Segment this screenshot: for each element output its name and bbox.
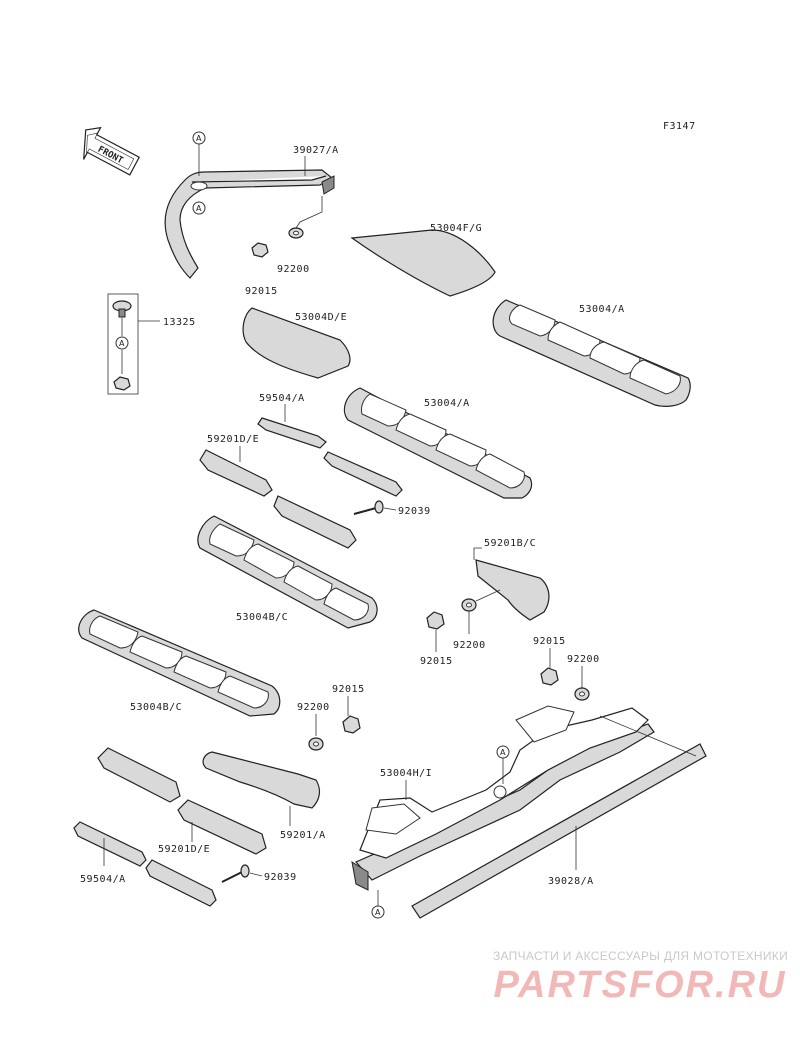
label-13325: 13325: [163, 317, 196, 328]
label-53004a-2: 53004/A: [424, 398, 470, 409]
watermark-tagline: ЗАПЧАСТИ И АКСЕССУАРЫ ДЛЯ МОТОТЕХНИКИ: [492, 949, 789, 963]
channel-59201de-2b: [177, 799, 267, 855]
ref-marker-a-4-text: A: [500, 748, 506, 757]
label-39028: 39028/A: [548, 876, 594, 887]
nut-92015-d: [342, 715, 361, 734]
nut-92015-a: [251, 242, 269, 258]
label-92200-c: 92200: [567, 654, 600, 665]
label-59201de-1: 59201D/E: [207, 434, 259, 445]
front-arrow-icon: FRONT: [83, 126, 140, 176]
mat-53004de: [242, 307, 351, 379]
label-39027: 39027/A: [293, 145, 339, 156]
label-92039-a: 92039: [398, 506, 431, 517]
grab-handle-39027: [164, 169, 335, 279]
label-92200-b: 92200: [453, 640, 486, 651]
label-59504a-1: 59504/A: [259, 393, 305, 404]
channel-59201de-1b: [323, 451, 403, 497]
label-92015-c: 92015: [533, 636, 566, 647]
strip-59504a-2: [73, 821, 147, 867]
pad-53004bc-1: [197, 515, 378, 629]
ref-marker-a-3-text: A: [119, 339, 125, 348]
label-53004hi: 53004H/I: [380, 768, 432, 779]
label-92200-a: 92200: [277, 264, 310, 275]
label-59201de-2: 59201D/E: [158, 844, 210, 855]
rivet-92039-b: [221, 864, 250, 883]
ref-marker-a-5-text: A: [375, 908, 381, 917]
label-59504a-2: 59504/A: [80, 874, 126, 885]
mat-53004fg: [350, 229, 496, 297]
ref-marker-a-2: [192, 201, 206, 215]
label-53004fg: 53004F/G: [430, 223, 482, 234]
label-53004a-1: 53004/A: [579, 304, 625, 315]
channel-59201de-2a: [97, 747, 181, 803]
ref-marker-a-1-text: A: [196, 134, 202, 143]
channel-59201de-1a: [199, 449, 273, 497]
pad-53004bc-2: [78, 609, 281, 717]
label-53004de: 53004D/E: [295, 312, 347, 323]
rivet-92039-a: [353, 500, 384, 515]
label-59201a: 59201/A: [280, 830, 326, 841]
watermark-logo: PARTSFOR.RU: [493, 964, 787, 1006]
label-59201bc: 59201B/C: [484, 538, 536, 549]
label-53004bc-1: 53004B/C: [236, 612, 288, 623]
figure-code: F3147: [663, 121, 696, 132]
pad-53004a-1: [492, 299, 691, 407]
rail-39028: [411, 743, 707, 919]
nut-92015-b: [426, 611, 445, 630]
ref-marker-a-2-text: A: [196, 204, 202, 213]
label-92015-a: 92015: [245, 286, 278, 297]
label-53004bc-2: 53004B/C: [130, 702, 182, 713]
nut-92015-c: [540, 667, 559, 686]
label-92015-b: 92015: [420, 656, 453, 667]
clip-group-13325: A: [107, 293, 139, 395]
bracket-59201a: [202, 751, 321, 809]
strip-59504a-3: [145, 859, 217, 907]
frame-53004hi: [351, 705, 655, 891]
label-92015-d: 92015: [332, 684, 365, 695]
strip-59504a-1: [257, 417, 327, 449]
label-92200-d: 92200: [297, 702, 330, 713]
pad-53004a-2: [343, 387, 533, 499]
bracket-59201bc: [475, 559, 550, 621]
channel-59201de-1c: [273, 495, 357, 549]
label-92039-b: 92039: [264, 872, 297, 883]
